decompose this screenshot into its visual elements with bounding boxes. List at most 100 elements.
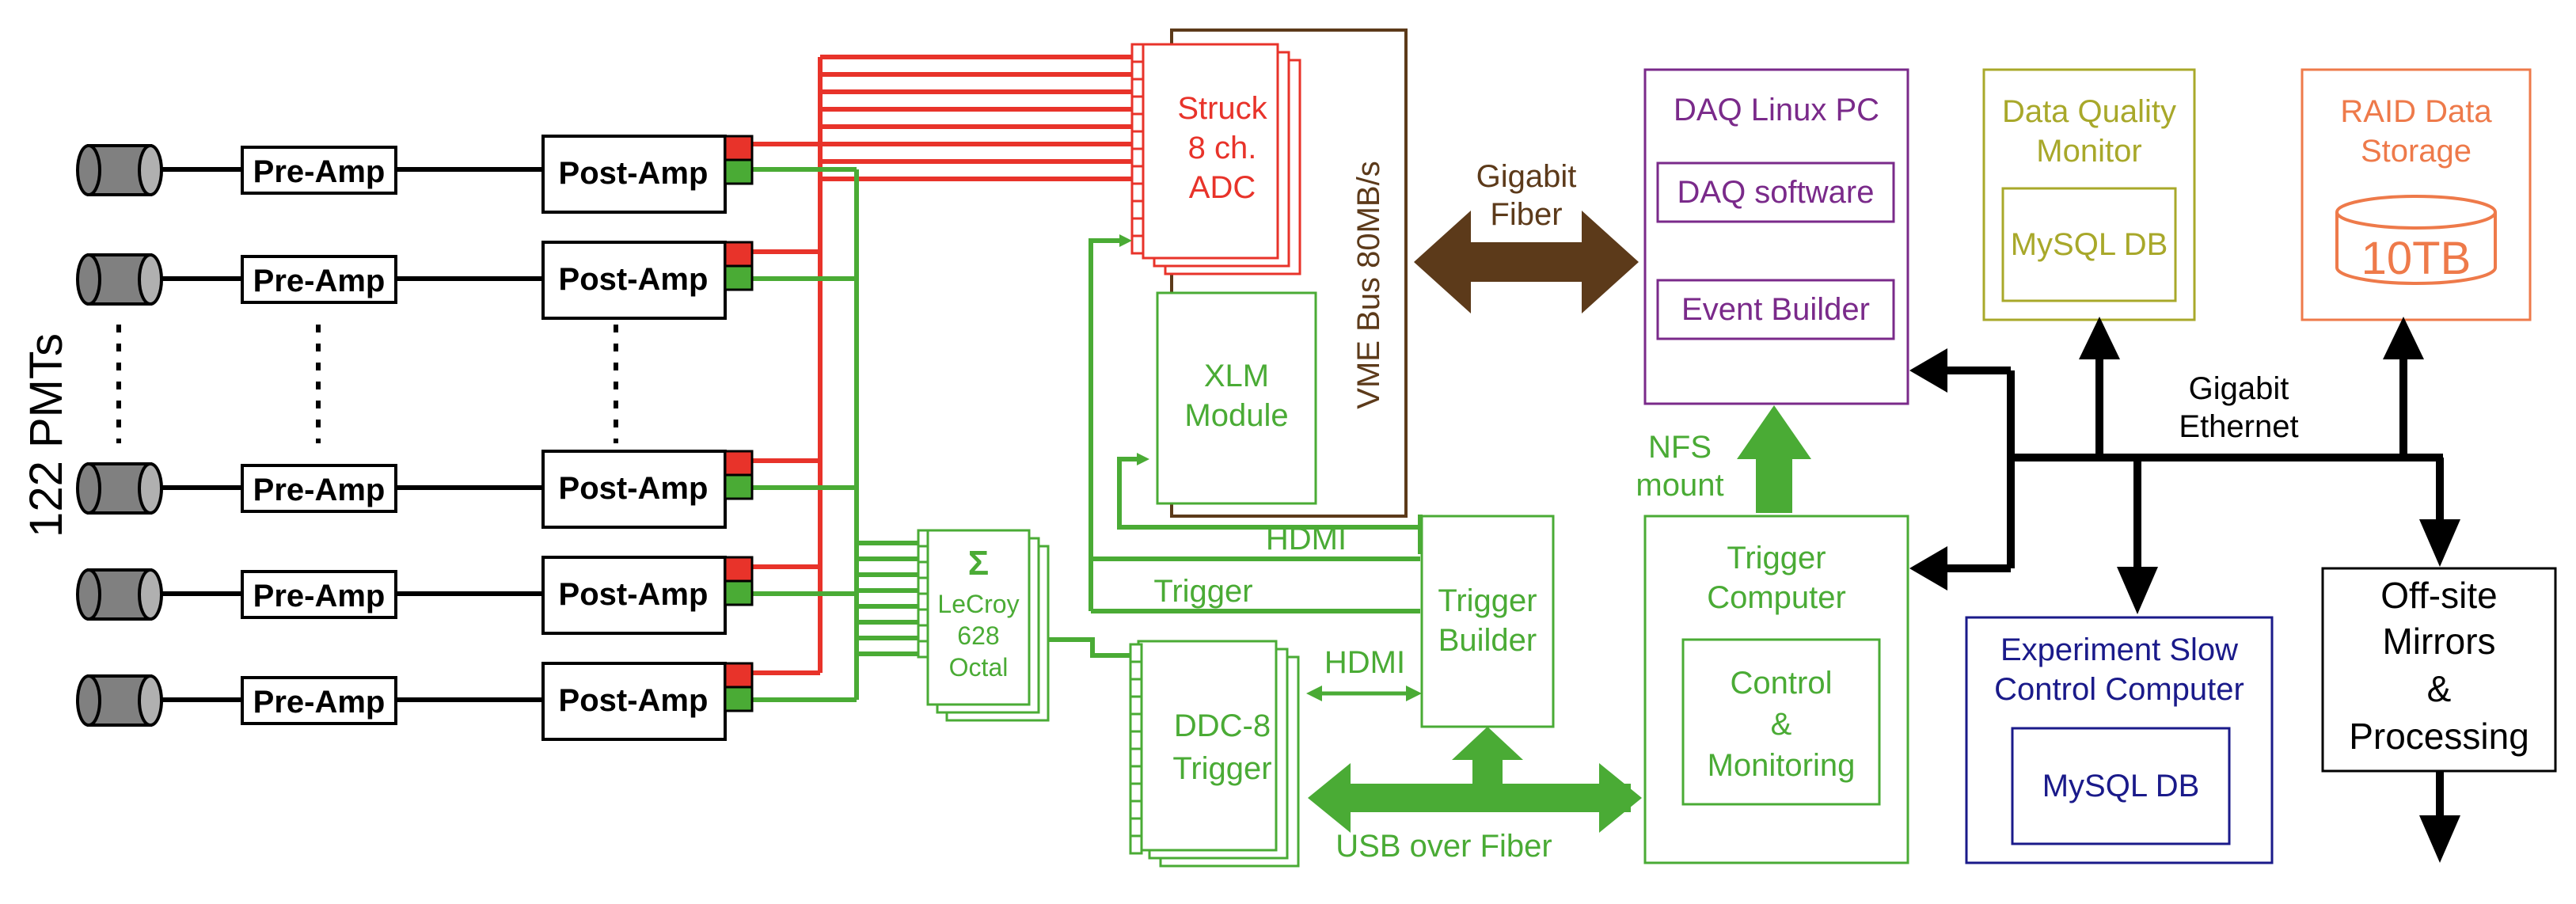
slow-control-db-label: MySQL DB [2042, 769, 2200, 803]
trigger-builder-box: Trigger Builder [1420, 515, 1555, 728]
slow-control-db-box [2011, 727, 2231, 845]
pre-amp-box: Pre-Amp [241, 255, 397, 304]
event-builder-label: Event Builder [1681, 292, 1870, 327]
offsite-label-1: Off-site [2380, 575, 2497, 616]
dqm-label-1: Data Quality [2002, 94, 2176, 129]
pre-amp-box: Pre-Amp [241, 146, 397, 195]
lecroy-label-1: LeCroy [937, 590, 1019, 618]
offsite-box: Off-site Mirrors & Processing [2321, 567, 2557, 773]
sigma-icon: Σ [968, 544, 989, 583]
post-amp-box: Post-Amp [541, 662, 754, 741]
trigger-builder-label-1: Trigger [1438, 583, 1537, 618]
post-amp-box: Post-Amp [541, 556, 754, 635]
ddc8-module [1129, 640, 1300, 868]
gigabit-ethernet-network [1938, 353, 2444, 820]
daq-software-label: DAQ software [1677, 175, 1875, 210]
nfs-mount-label-2: mount [1636, 468, 1723, 503]
nfs-mount-arrow [1737, 405, 1811, 513]
post-amp-label: Post-Amp [559, 262, 709, 297]
trigger-computer-label-2: Computer [1707, 580, 1846, 615]
lecroy-label-2: 628 [957, 621, 999, 650]
gigabit-fiber-arrow [1414, 211, 1639, 313]
raid-label-1: RAID Data [2340, 94, 2492, 129]
pre-amp-box: Pre-Amp [241, 570, 397, 619]
vme-bus-label: VME Bus 80MB/s [1351, 161, 1386, 408]
pmt-icon [76, 144, 163, 196]
green-signal-lines [752, 167, 1132, 702]
post-amp-label: Post-Amp [559, 577, 709, 612]
ddc8-label-1: DDC-8 [1174, 708, 1271, 743]
control-label: Control [1731, 666, 1833, 701]
control-monitoring-box [1681, 638, 1881, 806]
data-quality-monitor-box: Data Quality Monitor MySQL DB [1982, 68, 2196, 321]
adc-label-1: Struck [1177, 91, 1267, 126]
post-amp-label: Post-Amp [559, 683, 709, 718]
hdmi-double-arrow [1306, 686, 1422, 701]
pre-amp-label: Pre-Amp [253, 264, 386, 298]
pmt-icon [76, 568, 163, 621]
lecroy-module [917, 529, 1050, 722]
slow-control-label-1: Experiment Slow [2000, 632, 2238, 667]
dqm-db-label: MySQL DB [2011, 227, 2168, 262]
post-amp-box: Post-Amp [541, 135, 754, 214]
pre-amp-box: Pre-Amp [241, 676, 397, 725]
gigabit-fiber-label-1: Gigabit [1476, 159, 1577, 194]
disk-icon [2335, 195, 2497, 285]
dqm-db-box [2001, 187, 2177, 302]
post-amp-box: Post-Amp [541, 241, 754, 320]
network-arrowheads [1909, 317, 2460, 863]
gigabit-fiber-label-2: Fiber [1490, 197, 1562, 232]
raid-storage-box: RAID Data Storage 10TB [2301, 68, 2532, 321]
usb-fiber-arrow [1308, 727, 1642, 833]
pre-amp-label: Pre-Amp [253, 154, 386, 189]
gigabit-ethernet-label-1: Gigabit [2189, 371, 2289, 406]
pmt-group-label: 122 PMTs [21, 333, 72, 537]
xlm-module: XLM Module [1156, 291, 1317, 505]
lecroy-label-3: Octal [949, 653, 1009, 682]
pmt-icon [76, 253, 163, 306]
daq-software-box [1656, 161, 1895, 223]
raid-size-label: 10TB [2361, 233, 2472, 284]
daq-pc-title: DAQ Linux PC [1674, 93, 1879, 127]
xlm-label-2: Module [1184, 398, 1288, 433]
pmt-icon [76, 674, 163, 727]
pmt-rows [116, 167, 618, 702]
raid-label-2: Storage [2361, 134, 2472, 169]
offsite-label-2: Mirrors [2382, 621, 2495, 662]
gigabit-ethernet-label-2: Ethernet [2179, 409, 2298, 444]
hdmi-label-bottom: HDMI [1324, 645, 1405, 680]
trigger-line-label: Trigger [1153, 574, 1252, 609]
adc-label-3: ADC [1189, 170, 1256, 205]
trigger-builder-label-2: Builder [1438, 623, 1537, 658]
slow-control-box: Experiment Slow Control Computer MySQL D… [1965, 616, 2274, 864]
trigger-arrowheads [1119, 234, 1149, 465]
post-amp-box: Post-Amp [541, 450, 754, 529]
ampersand-label: & [1771, 707, 1792, 742]
adc-label-2: 8 ch. [1188, 131, 1257, 165]
monitoring-label: Monitoring [1708, 748, 1856, 783]
post-amp-label: Post-Amp [559, 156, 709, 191]
ddc8-label-2: Trigger [1172, 751, 1271, 786]
usb-fiber-label: USB over Fiber [1335, 829, 1552, 864]
daq-linux-pc-box: DAQ Linux PC DAQ software Event Builder [1643, 68, 1909, 405]
offsite-label-4: Processing [2349, 716, 2529, 757]
trigger-computer-label-1: Trigger [1727, 541, 1826, 575]
event-builder-box [1656, 279, 1895, 340]
dqm-label-2: Monitor [2036, 134, 2141, 169]
pre-amp-label: Pre-Amp [253, 473, 386, 507]
pre-amp-box: Pre-Amp [241, 464, 397, 513]
hdmi-label-top: HDMI [1266, 522, 1347, 556]
pre-amp-label: Pre-Amp [253, 579, 386, 613]
slow-control-label-2: Control Computer [1994, 672, 2244, 707]
trigger-computer-box: Trigger Computer Control & Monitoring [1643, 515, 1909, 864]
struck-adc-module [1130, 43, 1301, 275]
pmt-icon [76, 462, 163, 515]
red-signal-lines [752, 55, 1132, 675]
offsite-label-3: & [2427, 668, 2452, 709]
nfs-mount-label-1: NFS [1648, 430, 1712, 465]
trigger-connections [1089, 238, 1423, 561]
pre-amp-label: Pre-Amp [253, 685, 386, 720]
xlm-label-1: XLM [1204, 359, 1269, 393]
post-amp-label: Post-Amp [559, 471, 709, 506]
